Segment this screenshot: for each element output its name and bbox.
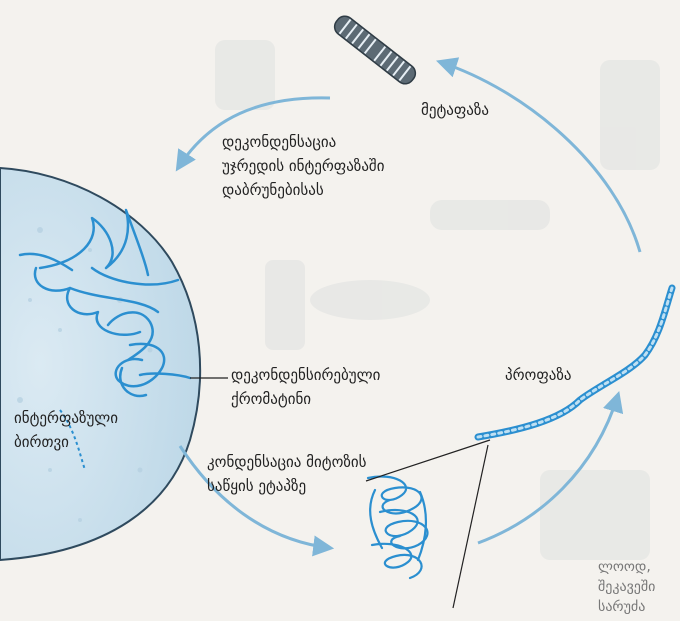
- zoom-line-upper: [366, 440, 490, 481]
- metaphase-label: მეტაფაზა: [421, 99, 489, 121]
- interphase-nucleus-label: ინტერფაზული ბირთვი: [14, 406, 118, 454]
- condensation-label: კონდენსაცია მიტოზის საწყის ეტაპზე: [207, 450, 367, 498]
- bleed-line-3: სარუძა: [598, 597, 655, 617]
- decondensation-label: დეკონდენსაცია უჯრედის ინტერფაზაში დაბრუნ…: [222, 130, 384, 202]
- bleed-line-2: შეკავეში: [598, 577, 655, 597]
- bleed-through-text: ლოოდ, შეკავეში სარუძა: [598, 557, 655, 617]
- decondensed-chromatin-label: დეკონდენსირებული ქრომატინი: [231, 363, 380, 411]
- interphase-nucleus: [0, 168, 200, 560]
- metaphase-chromosome: [331, 13, 419, 88]
- condensing-chromatin: [368, 476, 427, 578]
- zoom-line-lower: [453, 445, 488, 608]
- bleed-line-1: ლოოდ,: [598, 557, 655, 577]
- prophase-chromatin: [478, 288, 672, 437]
- prophase-label: პროფაზა: [505, 364, 571, 386]
- prophase-chromatin-coil: [478, 288, 672, 437]
